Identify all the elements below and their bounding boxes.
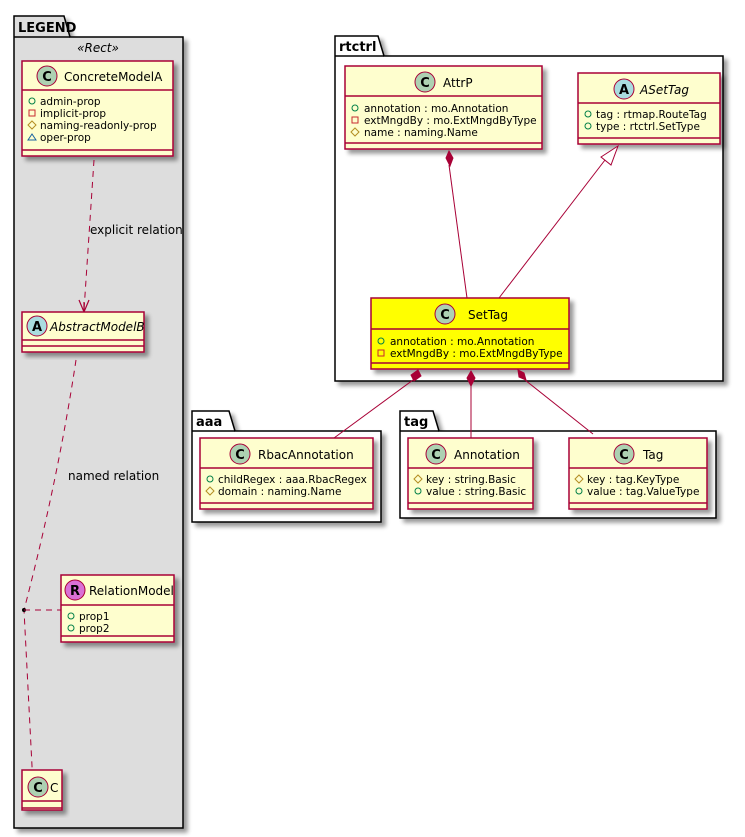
composition-diamond-icon [517, 369, 527, 381]
public-icon [377, 337, 385, 345]
attr: annotation : mo.Annotation [390, 336, 534, 348]
attr: extMngdBy : mo.ExtMngdByType [390, 348, 563, 360]
class-name: Tag [642, 448, 663, 462]
class-name: ASetTag [639, 83, 689, 97]
attr: key : string.Basic [426, 474, 516, 486]
class-annotation[interactable]: C Annotation key : string.Basic value : … [407, 437, 534, 510]
protected-icon [205, 486, 215, 496]
abstract-a-icon [613, 78, 635, 100]
attr: admin-prop [40, 96, 101, 108]
abstract-a-icon [26, 315, 48, 337]
attr: value : tag.ValueType [587, 486, 699, 498]
package-legend-title: LEGEND [18, 21, 77, 36]
class-glyph: C [235, 448, 245, 463]
class-c-icon [425, 443, 447, 465]
class-c-icon [36, 65, 58, 87]
attr: key : tag.KeyType [587, 474, 679, 486]
class-rbacannotation[interactable]: C RbacAnnotation childRegex : aaa.RbacRe… [199, 437, 374, 510]
class-name: Annotation [454, 448, 520, 462]
attr: childRegex : aaa.RbacRegex [218, 474, 367, 486]
attr: tag : rtmap.RouteTag [596, 109, 707, 121]
attr: extMngdBy : mo.ExtMngdByType [364, 115, 537, 127]
named-relation-label: named relation [68, 469, 159, 483]
class-abstractmodelb[interactable]: A AbstractModelB [21, 311, 145, 353]
edge-settag-asettag-inheritance [498, 144, 619, 299]
attr: domain : naming.Name [218, 486, 341, 498]
composition-diamond-icon [466, 369, 476, 388]
public-icon [575, 487, 583, 495]
inheritance-arrow-icon [600, 144, 619, 166]
edge-settag-annotation-composition [466, 369, 476, 438]
class-glyph: A [32, 320, 42, 335]
class-glyph: C [440, 308, 450, 323]
explicit-relation-label: explicit relation [90, 223, 183, 237]
protected-icon [27, 120, 37, 130]
class-glyph: R [70, 584, 80, 599]
class-c-icon [27, 776, 49, 798]
attr: type : rtctrl.SetType [596, 121, 700, 133]
class-glyph: C [619, 448, 629, 463]
protected-icon [413, 474, 423, 484]
class-glyph: C [33, 781, 43, 796]
class-glyph: C [431, 448, 441, 463]
private-icon [28, 109, 36, 117]
relation-r-icon [64, 579, 86, 601]
public-icon [584, 110, 592, 118]
public-icon [67, 624, 75, 632]
package-rtctrl-title: rtctrl [339, 40, 376, 55]
edge-named-relation: named relation [22, 359, 159, 809]
public-icon [67, 612, 75, 620]
class-relationmodel[interactable]: R RelationModel prop1 prop2 [60, 574, 175, 643]
edge-settag-tag-composition [517, 369, 594, 435]
edge-attrp-settag-composition [445, 149, 468, 299]
class-name: RbacAnnotation [258, 448, 354, 462]
composition-diamond-icon [410, 369, 422, 382]
class-attrp[interactable]: C AttrP annotation : mo.Annotation extMn… [344, 65, 543, 150]
public-icon [351, 104, 359, 112]
class-name: C [50, 781, 58, 795]
attr: name : naming.Name [364, 127, 478, 139]
protected-icon [574, 474, 584, 484]
class-glyph: A [619, 83, 629, 98]
composition-diamond-icon [445, 149, 454, 168]
attr: annotation : mo.Annotation [364, 103, 508, 115]
attr: prop1 [79, 611, 110, 623]
class-name: AttrP [443, 76, 473, 90]
protected-icon [350, 127, 360, 137]
class-tag[interactable]: C Tag key : tag.KeyType value : tag.Valu… [568, 437, 708, 510]
class-name: AbstractModelB [49, 320, 145, 334]
attr: prop2 [79, 623, 110, 635]
class-settag[interactable]: C SetTag annotation : mo.Annotation extM… [370, 297, 570, 370]
public-icon [414, 487, 422, 495]
class-c-icon [613, 443, 635, 465]
class-c-icon [434, 303, 456, 325]
class-name: RelationModel [89, 584, 174, 598]
class-name: SetTag [468, 308, 508, 322]
class-c[interactable]: C C [21, 769, 63, 811]
attr: naming-readonly-prop [40, 120, 157, 132]
class-asettag[interactable]: A ASetTag tag : rtmap.RouteTag type : rt… [577, 72, 721, 145]
class-c-icon [414, 71, 436, 93]
package-vis-icon [27, 133, 37, 141]
class-concretemodela[interactable]: C ConcreteModelA admin-prop implicit-pro… [21, 60, 174, 157]
edge-settag-rbac-composition [333, 369, 422, 439]
attr: oper-prop [40, 132, 91, 144]
class-glyph: C [420, 76, 430, 91]
class-c-icon [229, 443, 251, 465]
legend-stereotype: «Rect» [77, 41, 119, 55]
class-name: ConcreteModelA [64, 70, 163, 84]
private-icon [351, 116, 359, 124]
attr: implicit-prop [40, 108, 106, 120]
public-icon [28, 97, 36, 105]
attr-list: admin-prop implicit-prop naming-readonly… [27, 96, 157, 144]
public-icon [584, 122, 592, 130]
package-aaa-title: aaa [196, 415, 222, 430]
attr: value : string.Basic [426, 486, 526, 498]
private-icon [377, 349, 385, 357]
package-tag-title: tag [404, 415, 428, 430]
public-icon [206, 475, 214, 483]
class-glyph: C [42, 70, 52, 85]
